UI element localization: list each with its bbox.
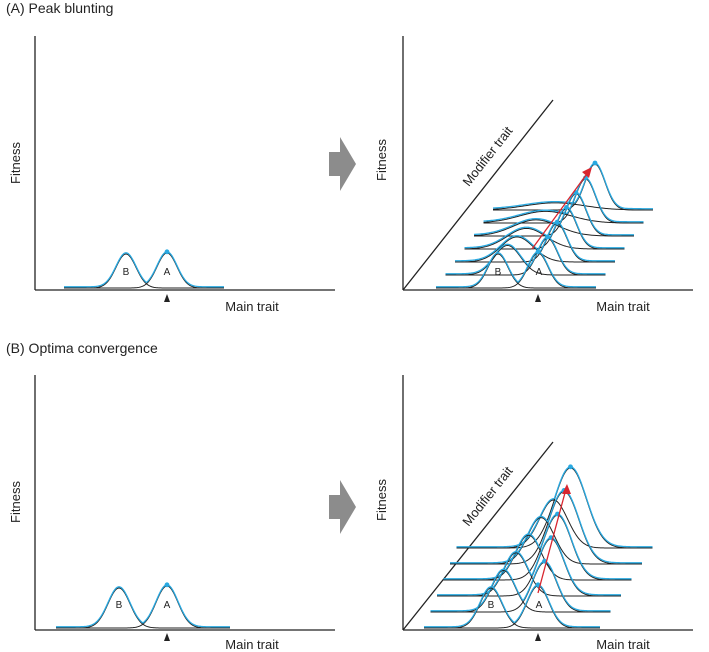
a-right-slice-3-optimum-dot (564, 205, 569, 210)
panel-a-right-optimum-marker (535, 294, 541, 302)
panel-a-right-peak-a: A (536, 267, 543, 278)
panel-b-right-xlabel: Main trait (596, 637, 650, 652)
b-left-slice-optimum-dot (164, 582, 170, 588)
panel-a-right-curves (436, 160, 653, 289)
b-right-slice-5-fitness-envelope (456, 466, 653, 548)
b-left-slice-fitness-envelope (56, 584, 230, 628)
b-right-slice-4-component-a (450, 491, 642, 565)
a-right-slice-0-optimum-dot (535, 249, 541, 255)
b-right-slice-5-optimum-dot (568, 464, 573, 470)
panel-a-right-peak-b: B (495, 267, 502, 278)
panel-a-right-modifier-axis (402, 99, 554, 291)
b-right-slice-3-fitness-envelope (443, 513, 632, 580)
panel-b-right-trajectory-arrow (537, 488, 567, 594)
panel-b-right-modifier-axis (402, 441, 554, 631)
a-left-slice-optimum-dot (164, 249, 170, 255)
panel-a-left-ylabel: Fitness (8, 142, 23, 184)
a-right-slice-1-fitness-envelope (445, 236, 606, 275)
panel-b-left-xlabel: Main trait (225, 637, 279, 652)
a-right-slice-0-component-b (436, 253, 596, 289)
panel-a-left-peak-b: B (123, 267, 130, 278)
a-right-slice-5-component-a (483, 178, 644, 224)
a-right-slice-6-component-a (493, 163, 653, 211)
panel-b-right-ylabel: Fitness (374, 479, 389, 521)
panel-a-right-trajectory-arrowhead-icon (582, 167, 592, 178)
panel-a-left-peak-a: A (164, 267, 171, 278)
panel-a-left-curves (64, 249, 224, 289)
b-left-slice-component-b (56, 587, 230, 629)
a-right-slice-1-optimum-dot (545, 234, 550, 240)
transition-arrow-a-icon (329, 137, 356, 191)
panel-b-left-peak-b: B (116, 600, 123, 611)
b-right-slice-5-component-a (456, 467, 653, 549)
panel-a-right-xlabel: Main trait (596, 299, 650, 314)
panel-b-right: Fitness Modifier trait Main trait B A (374, 375, 693, 652)
a-right-slice-6-optimum-dot (592, 160, 598, 166)
panel-b-right-peak-b: B (488, 600, 495, 611)
panel-b-right-optimum-marker (535, 633, 541, 641)
b-right-slice-4-fitness-envelope (450, 489, 642, 564)
section-b-title: (B) Optima convergence (6, 340, 158, 356)
a-left-slice-component-a (64, 252, 224, 289)
panel-b-right-peak-a: A (536, 600, 543, 611)
panel-a-left-optimum-marker (164, 294, 170, 302)
a-right-slice-0-fitness-envelope (436, 251, 596, 288)
b-right-slice-0-fitness-envelope (424, 584, 600, 628)
panel-a-right: Fitness Modifier trait Main trait B A (374, 36, 693, 314)
b-left-slice-component-a (56, 585, 230, 629)
a-right-slice-2-fitness-envelope (455, 221, 615, 262)
a-left-slice-fitness-envelope (64, 251, 224, 288)
panel-b-left: Fitness Main trait B A (8, 375, 335, 652)
panel-b-left-peak-a: A (164, 600, 171, 611)
b-right-slice-2-component-a (437, 538, 621, 597)
b-right-slice-1-component-a (430, 561, 611, 613)
a-right-slice-5-fitness-envelope (483, 177, 644, 223)
section-a-title: (A) Peak blunting (6, 0, 113, 16)
transition-arrow-b-icon (329, 480, 356, 534)
panel-a-left: Fitness Main trait B A (8, 36, 335, 314)
panel-a-right-trajectory-arrow (531, 170, 590, 250)
panel-b-left-ylabel: Fitness (8, 481, 23, 523)
panel-a-left-xlabel: Main trait (225, 299, 279, 314)
panel-a-right-ylabel: Fitness (374, 139, 389, 181)
panel-b-right-modifier-label: Modifier trait (459, 463, 516, 529)
b-right-slice-0-component-a (424, 585, 600, 629)
panel-b-right-curves (424, 464, 653, 629)
b-right-slice-1-fitness-envelope (430, 560, 611, 612)
a-right-slice-2-optimum-dot (554, 219, 560, 225)
panel-b-left-optimum-marker (164, 633, 170, 641)
a-right-slice-3-fitness-envelope (464, 206, 625, 249)
b-right-slice-2-fitness-envelope (437, 536, 621, 596)
panel-b-right-trajectory-arrowhead-icon (562, 484, 571, 494)
b-right-slice-3-component-a (443, 514, 632, 581)
a-right-slice-0-component-a (436, 252, 596, 289)
b-right-slice-0-optimum-dot (535, 582, 541, 588)
panel-a-right-modifier-label: Modifier trait (459, 123, 515, 189)
a-right-slice-4-component-a (474, 193, 634, 237)
a-left-slice-component-b (64, 253, 224, 289)
panel-b-left-curves (56, 582, 230, 629)
